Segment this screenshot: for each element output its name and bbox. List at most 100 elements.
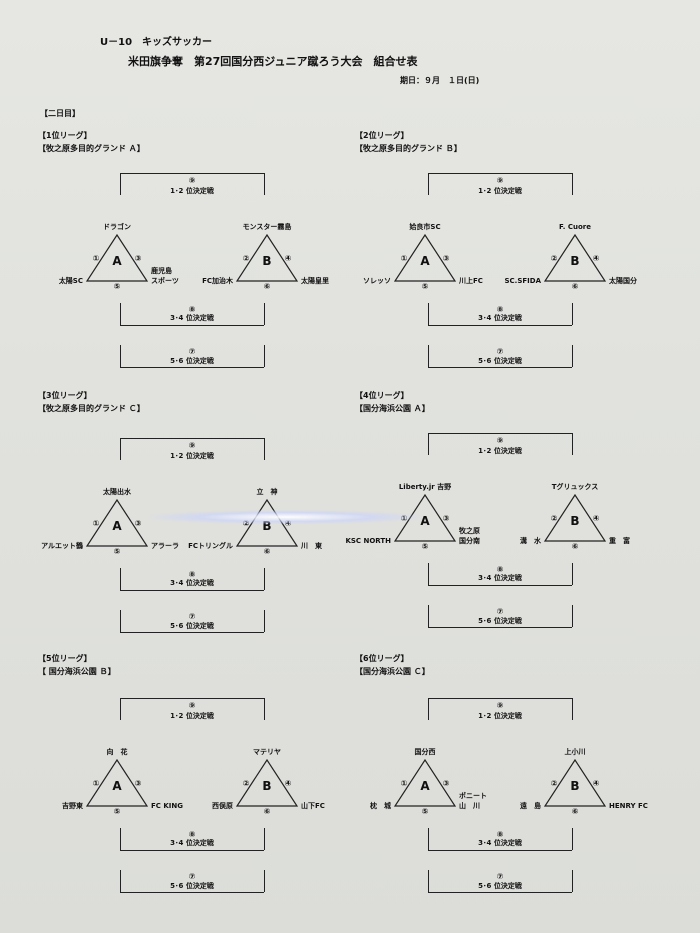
league-5-group-b-match-bottom: ⑥: [263, 807, 271, 816]
league-3-final-56-right-leg: [264, 610, 265, 632]
league-6-final-34-right-leg: [572, 828, 573, 850]
league-4-final-56-label: 5･6 位決定戦: [478, 617, 522, 625]
league-5-label: 【5位リーグ】: [38, 654, 92, 663]
league-1-final-34-label: 3･4 位決定戦: [170, 314, 214, 322]
league-1-group-b-match-bottom: ⑥: [263, 282, 271, 291]
league-6-final-34-bar: [428, 850, 572, 851]
league-2-final-56-left-leg: [428, 345, 429, 367]
league-2-final-12-right-leg: [572, 173, 573, 195]
league-4-group-b-match-right: ④: [592, 514, 600, 523]
league-1-group-a-team-left: 太陽SC: [58, 277, 83, 285]
league-4-group-b-team-left: 溝 水: [520, 537, 541, 545]
league-1-final-12-right-leg: [264, 173, 265, 195]
league-4-group-b-match-bottom: ⑥: [571, 542, 579, 551]
league-5-group-a-triangle-shape: [85, 758, 149, 807]
league-2-final-56-right-leg: [572, 345, 573, 367]
league-4-group-a-letter: A: [420, 514, 430, 528]
league-5-group-a-team-top: 向 花: [106, 748, 128, 756]
league-2-group-b-letter: B: [570, 254, 580, 268]
league-1-group-a-team-right: スポーツ: [151, 277, 179, 285]
league-5-group-a-team-right: FC KING: [151, 802, 183, 810]
league-6-final-12-num: ⑨: [496, 701, 504, 710]
league-6-group-b-team-left: 遠 島: [520, 802, 541, 810]
league-1-group-b-triangle-shape: [235, 233, 299, 282]
league-5-final-56-num: ⑦: [188, 872, 196, 881]
league-1-venue: 【牧之原多目的グランド Ａ】: [38, 144, 145, 153]
league-6-group-b-triangle-shape: [543, 758, 607, 807]
league-6-group-a-team-right: 山 川: [459, 802, 480, 810]
league-5-final-12-left-leg: [120, 698, 121, 720]
league-1-group-a-team-right: 鹿児島: [151, 267, 172, 275]
league-4-group-b-letter: B: [570, 514, 580, 528]
league-2-final-34-label: 3･4 位決定戦: [478, 314, 522, 322]
league-3-group-a-match-right: ③: [134, 519, 142, 528]
league-5-group-b-team-right: 山下FC: [301, 802, 325, 810]
league-5-final-12-bar: [120, 698, 264, 699]
league-1-group-a-team-top: ドラゴン: [103, 223, 131, 231]
league-4-group-a-team-top: Liberty.jr 吉野: [398, 483, 452, 491]
league-6-group-b-triangle: [543, 758, 607, 807]
league-6-group-b-team-top: 上小川: [564, 748, 586, 756]
league-1-final-56-bar: [120, 367, 264, 368]
league-1-group-a-triangle: [85, 233, 149, 282]
league-3-group-b-team-right: 川 東: [301, 542, 322, 550]
league-4-group-a-team-left: KSC NORTH: [345, 537, 391, 545]
league-4-group-b-match-left: ②: [550, 514, 558, 523]
league-1-group-b-letter: B: [262, 254, 272, 268]
league-4-final-34-label: 3･4 位決定戦: [478, 574, 522, 582]
league-4-final-12-num: ⑨: [496, 436, 504, 445]
league-5-group-a-match-left: ①: [92, 779, 100, 788]
league-5-group-a-triangle: [85, 758, 149, 807]
league-3-group-a-team-right: アラーラ: [151, 542, 179, 550]
league-6-group-a-letter: A: [420, 779, 430, 793]
league-4-venue: 【国分海浜公園 Ａ】: [355, 404, 430, 413]
league-4-group-b-triangle-shape: [543, 493, 607, 542]
league-5-group-a-team-left: 吉野東: [62, 802, 83, 810]
league-2-group-a-match-left: ①: [400, 254, 408, 263]
league-3-final-34-right-leg: [264, 568, 265, 590]
league-1-final-12-label: 1･2 位決定戦: [170, 187, 214, 195]
league-5-group-a-match-right: ③: [134, 779, 142, 788]
league-2-group-b-triangle: [543, 233, 607, 282]
league-5-group-b-team-top: マテリヤ: [253, 748, 281, 756]
league-6-venue: 【国分海浜公園 Ｃ】: [355, 667, 430, 676]
league-3-group-b-letter: B: [262, 519, 272, 533]
league-4-final-34-left-leg: [428, 563, 429, 585]
league-2-group-b-team-right: 太陽国分: [609, 277, 637, 285]
league-2-group-a-team-top: 姶良市SC: [409, 223, 441, 231]
league-2-group-b-match-left: ②: [550, 254, 558, 263]
league-3-final-12-label: 1･2 位決定戦: [170, 452, 214, 460]
league-2-group-a-team-right: 川上FC: [459, 277, 483, 285]
league-6-label: 【6位リーグ】: [355, 654, 409, 663]
league-5-final-12-label: 1･2 位決定戦: [170, 712, 214, 720]
league-3-group-a-team-left: アルエット鶴: [41, 542, 83, 550]
league-2-final-56-bar: [428, 367, 572, 368]
league-3-group-a-letter: A: [112, 519, 122, 533]
league-2-group-a-match-bottom: ⑤: [421, 282, 429, 291]
league-1-final-34-bar: [120, 325, 264, 326]
league-1-final-12-num: ⑨: [188, 176, 196, 185]
league-4-final-34-bar: [428, 585, 572, 586]
league-6-group-a-team-right: ポニート: [459, 792, 487, 800]
league-5-group-b-triangle-shape: [235, 758, 299, 807]
league-6-final-12-label: 1･2 位決定戦: [478, 712, 522, 720]
league-6-group-a-match-right: ③: [442, 779, 450, 788]
league-5-group-a-match-bottom: ⑤: [113, 807, 121, 816]
league-4-group-a-match-right: ③: [442, 514, 450, 523]
league-4-final-12-bar: [428, 433, 572, 434]
league-4-final-56-bar: [428, 627, 572, 628]
league-2-group-a-letter: A: [420, 254, 430, 268]
league-3-label: 【3位リーグ】: [38, 391, 92, 400]
league-5-final-34-right-leg: [264, 828, 265, 850]
league-3-final-34-num: ⑧: [188, 570, 196, 579]
league-5-final-34-bar: [120, 850, 264, 851]
league-4-final-34-num: ⑧: [496, 565, 504, 574]
league-6-group-a-match-bottom: ⑤: [421, 807, 429, 816]
league-3-final-12-num: ⑨: [188, 441, 196, 450]
league-6-final-12-bar: [428, 698, 572, 699]
league-5-group-b-team-left: 西俣原: [212, 802, 233, 810]
league-6-final-12-right-leg: [572, 698, 573, 720]
league-1-final-56-label: 5･6 位決定戦: [170, 357, 214, 365]
league-1-final-56-right-leg: [264, 345, 265, 367]
league-2-final-56-label: 5･6 位決定戦: [478, 357, 522, 365]
